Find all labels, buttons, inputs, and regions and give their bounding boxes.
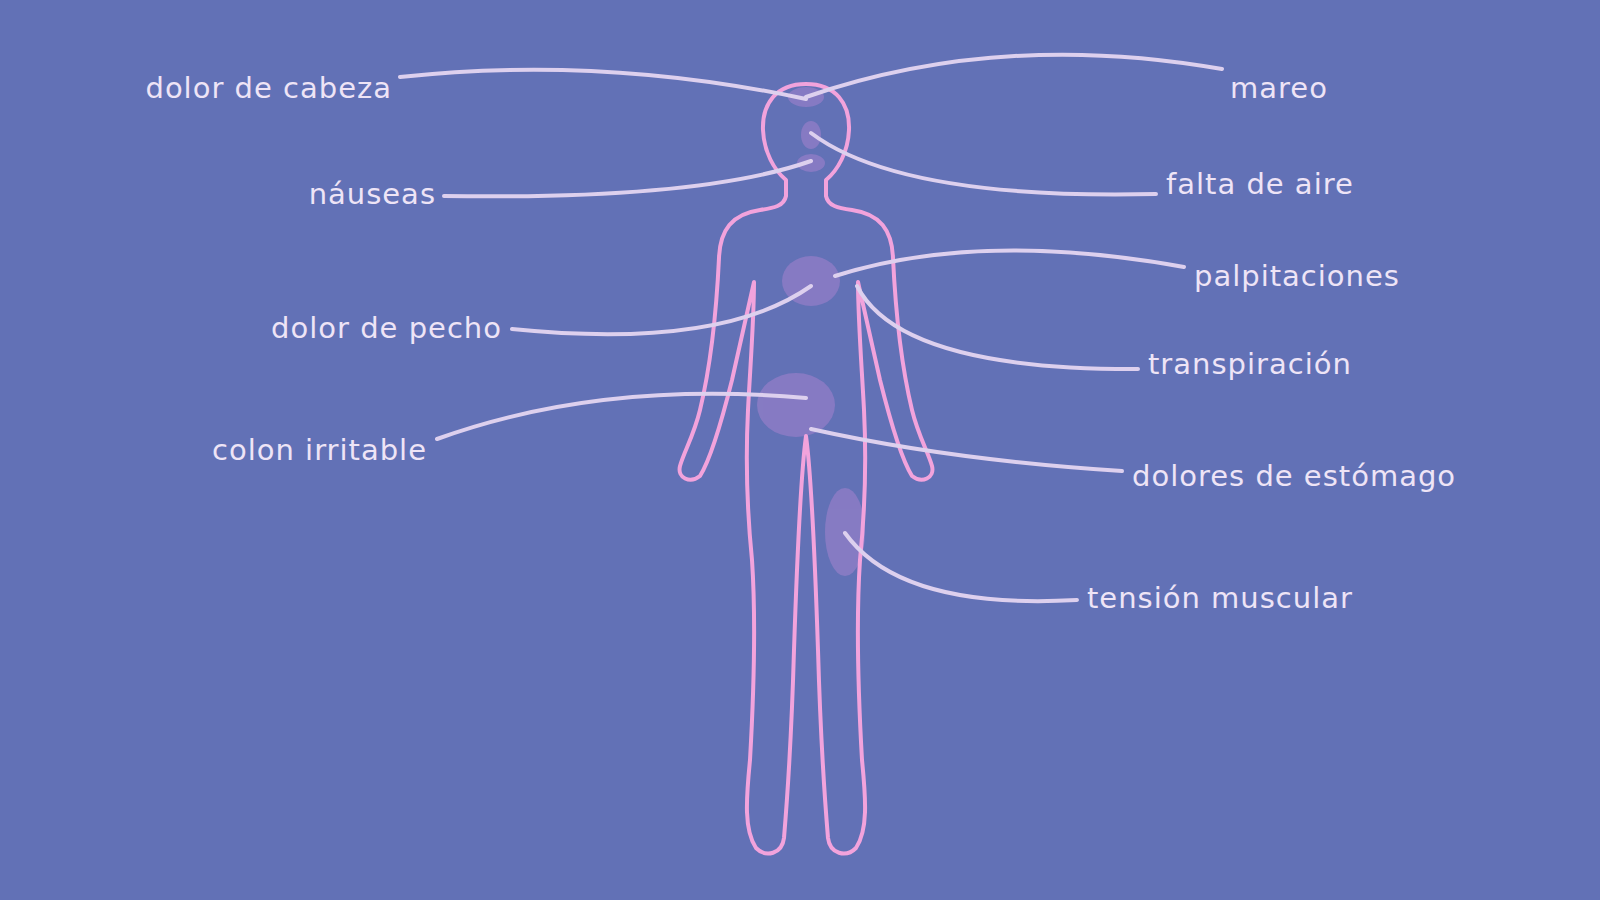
symptom-label: tensión muscular	[1087, 581, 1353, 616]
leader-lines	[400, 55, 1222, 601]
body-outline	[680, 84, 933, 853]
symptom-label: palpitaciones	[1194, 259, 1400, 294]
symptom-label: dolores de estómago	[1132, 459, 1456, 494]
symptom-label: dolor de cabeza	[145, 71, 392, 106]
symptom-label: náuseas	[309, 177, 436, 212]
symptom-label: mareo	[1230, 71, 1328, 106]
symptom-label: dolor de pecho	[271, 311, 502, 346]
symptom-label: colon irritable	[212, 433, 427, 468]
symptom-label: transpiración	[1148, 347, 1352, 382]
symptom-label: falta de aire	[1166, 167, 1354, 202]
